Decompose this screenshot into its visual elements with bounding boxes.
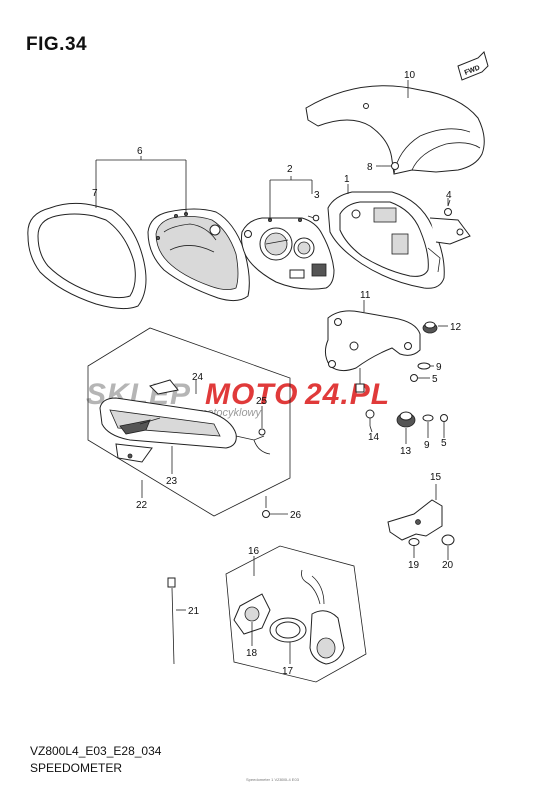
part-label-23: 23 [166,476,178,487]
part-label-20: 20 [442,560,454,571]
part-label-3: 3 [314,190,320,201]
part-5-screw-upper [410,374,418,382]
part-9-washer-lower [422,414,434,422]
part-14-bolt [365,409,375,426]
part-19-washer [408,538,420,546]
fwd-arrow-badge: FWD [457,51,489,81]
part-label-22: 22 [136,500,148,511]
part-label-9-upper: 9 [436,362,442,373]
part-label-18: 18 [246,648,258,659]
part-label-11: 11 [360,290,371,301]
watermark-brand-3: 24.PL [304,378,390,411]
part-label-19: 19 [408,560,420,571]
part-label-7: 7 [92,188,98,199]
part-8-screw [382,162,399,170]
part-label-14: 14 [368,432,380,443]
part-label-25: 25 [256,396,268,407]
part-20-nut [441,534,455,546]
figure-title: FIG.34 [26,34,88,55]
part-label-15: 15 [430,472,442,483]
part-4-screw [444,199,452,216]
part-7-bezel [27,202,147,310]
part-label-9-lower: 9 [424,440,430,451]
part-21-cable-tie [167,577,176,665]
part-10-meter-cover [305,85,485,175]
part-label-17: 17 [282,666,294,677]
part-label-12: 12 [450,322,462,333]
part-label-13: 13 [400,446,412,457]
part-1-meter-case [327,191,471,289]
part-12-grommet [422,321,438,334]
leader-lines [95,80,449,664]
part-label-5-lower: 5 [441,438,447,449]
part-label-26: 26 [290,510,302,521]
part-label-16: 16 [248,546,260,557]
part-label-8: 8 [367,162,373,173]
figure-name: SPEEDOMETER [30,761,123,775]
part-3-screw [307,214,320,222]
part-label-6: 6 [137,146,143,157]
part-number-labels: 10 6 7 2 3 1 8 4 11 12 9 5 13 9 5 14 24 … [92,70,462,677]
part-11-bracket [324,310,421,393]
part-label-2: 2 [287,164,293,175]
part-26-screw [262,496,270,518]
part-label-4: 4 [446,190,452,201]
part-9-washer-upper [417,362,431,370]
footer-reference: Speedometer 1 VZ800L4 E03 [246,777,299,782]
part-label-21: 21 [188,606,200,617]
part-6-meter-lens [147,208,250,302]
watermark-brand-2: MOTO [205,378,298,411]
part-16-speed-sensor-assembly [225,545,367,683]
part-13-cushion [396,411,416,428]
part-label-5-upper: 5 [432,374,438,385]
part-2-meter-unit [241,217,335,290]
part-15-bracket [387,499,443,541]
model-code: VZ800L4_E03_E28_034 [30,744,162,758]
part-5-screw-lower [440,414,448,422]
part-label-10: 10 [404,70,416,81]
part-label-24: 24 [192,372,204,383]
part-label-1: 1 [344,174,350,185]
part-22-indicator-assembly [87,327,291,517]
